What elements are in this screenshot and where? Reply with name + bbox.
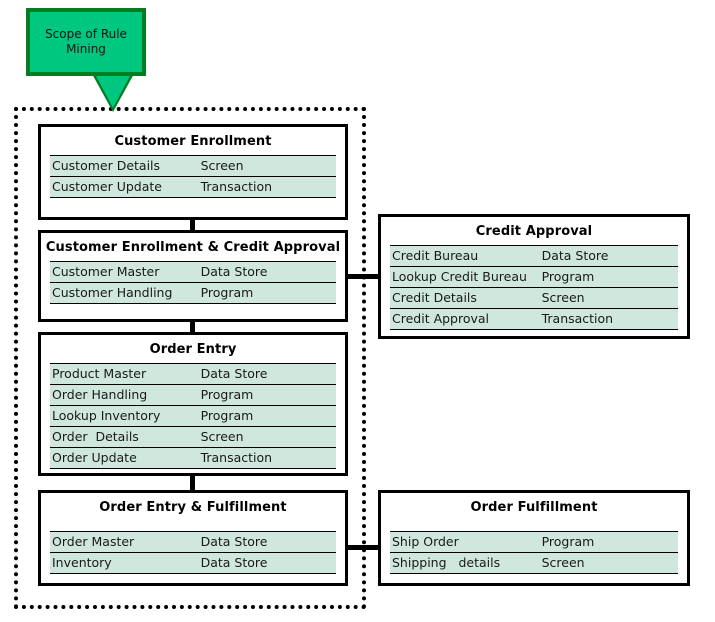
row-name: Order Master <box>50 531 199 553</box>
table-row: Order Master Data Store <box>50 531 336 553</box>
table-row: Lookup Inventory Program <box>50 405 336 427</box>
row-name: Credit Bureau <box>390 245 540 267</box>
row-type: Data Store <box>198 531 336 553</box>
row-name: Ship Order <box>390 531 540 553</box>
row-type: Screen <box>198 155 336 177</box>
row-type: Screen <box>198 426 336 448</box>
table-row: Shipping details Screen <box>390 552 678 574</box>
row-type: Program <box>539 266 678 288</box>
box-table-customer-enrollment: Customer Details Screen Customer Update … <box>50 155 336 198</box>
row-name: Customer Master <box>50 261 199 283</box>
connector-enrollment-credit-to-credit-approval <box>346 274 380 279</box>
row-name: Order Update <box>50 447 199 469</box>
table-row: Ship Order Program <box>390 531 678 553</box>
row-type: Transaction <box>539 308 678 330</box>
connector-enrollment-credit-to-order-entry <box>190 320 195 332</box>
box-title-customer-enrollment: Customer Enrollment <box>114 134 272 149</box>
connector-order-entry-fulfillment-to-order-fulfillment <box>346 545 380 550</box>
entity-box-credit-approval[interactable]: Credit Approval Credit Bureau Data Store… <box>378 214 690 339</box>
table-row: Product Master Data Store <box>50 363 336 385</box>
row-type: Data Store <box>539 245 678 267</box>
box-table-customer-enrollment-credit-approval: Customer Master Data Store Customer Hand… <box>50 261 336 304</box>
row-name: Inventory <box>50 552 199 574</box>
row-name: Order Details <box>50 426 199 448</box>
table-row: Order Handling Program <box>50 384 336 406</box>
row-type: Data Store <box>198 552 336 574</box>
box-title-order-entry-fulfillment: Order Entry & Fulfillment <box>99 500 287 515</box>
entity-box-customer-enrollment[interactable]: Customer Enrollment Customer Details Scr… <box>38 124 348 220</box>
connector-order-entry-to-order-entry-fulfillment <box>190 474 195 490</box>
box-table-credit-approval: Credit Bureau Data Store Lookup Credit B… <box>390 245 678 330</box>
table-row: Customer Details Screen <box>50 155 336 177</box>
entity-box-order-fulfillment[interactable]: Order Fulfillment Ship Order Program Shi… <box>378 490 690 586</box>
row-type: Data Store <box>198 363 336 385</box>
box-title-order-fulfillment: Order Fulfillment <box>470 500 598 515</box>
row-type: Screen <box>539 552 678 574</box>
row-name: Customer Update <box>50 176 199 198</box>
row-name: Product Master <box>50 363 199 385</box>
row-name: Lookup Credit Bureau <box>390 266 540 288</box>
row-type: Program <box>539 531 678 553</box>
row-type: Screen <box>539 287 678 309</box>
table-row: Credit Bureau Data Store <box>390 245 678 267</box>
box-table-order-entry-fulfillment: Order Master Data Store Inventory Data S… <box>50 531 336 574</box>
callout-label: Scope of Rule Mining <box>45 27 127 56</box>
row-type: Program <box>198 405 336 427</box>
row-name: Order Handling <box>50 384 199 406</box>
table-row: Order Update Transaction <box>50 447 336 469</box>
row-name: Lookup Inventory <box>50 405 199 427</box>
row-type: Program <box>198 282 336 304</box>
table-row: Inventory Data Store <box>50 552 336 574</box>
table-row: Customer Handling Program <box>50 282 336 304</box>
row-type: Data Store <box>198 261 336 283</box>
table-row: Lookup Credit Bureau Program <box>390 266 678 288</box>
table-row: Credit Approval Transaction <box>390 308 678 330</box>
callout-tail <box>95 74 131 108</box>
box-title-customer-enrollment-credit-approval: Customer Enrollment & Credit Approval <box>45 240 341 255</box>
row-type: Transaction <box>198 176 336 198</box>
table-row: Credit Details Screen <box>390 287 678 309</box>
row-name: Credit Approval <box>390 308 540 330</box>
entity-box-customer-enrollment-credit-approval[interactable]: Customer Enrollment & Credit Approval Cu… <box>38 230 348 322</box>
row-name: Customer Details <box>50 155 199 177</box>
table-row: Customer Master Data Store <box>50 261 336 283</box>
scope-of-rule-mining-boundary <box>14 107 366 609</box>
row-type: Program <box>198 384 336 406</box>
entity-box-order-entry-fulfillment[interactable]: Order Entry & Fulfillment Order Master D… <box>38 490 348 586</box>
row-name: Customer Handling <box>50 282 199 304</box>
box-title-credit-approval: Credit Approval <box>475 224 593 239</box>
box-table-order-fulfillment: Ship Order Program Shipping details Scre… <box>390 531 678 574</box>
entity-box-order-entry[interactable]: Order Entry Product Master Data Store Or… <box>38 332 348 476</box>
table-row: Customer Update Transaction <box>50 176 336 198</box>
box-table-order-entry: Product Master Data Store Order Handling… <box>50 363 336 469</box>
box-title-order-entry: Order Entry <box>149 342 237 357</box>
row-type: Transaction <box>198 447 336 469</box>
connector-enrollment-to-enrollment-credit <box>190 218 195 230</box>
table-row: Order Details Screen <box>50 426 336 448</box>
row-name: Credit Details <box>390 287 540 309</box>
row-name: Shipping details <box>390 552 540 574</box>
scope-of-rule-mining-callout: Scope of Rule Mining <box>26 8 146 76</box>
